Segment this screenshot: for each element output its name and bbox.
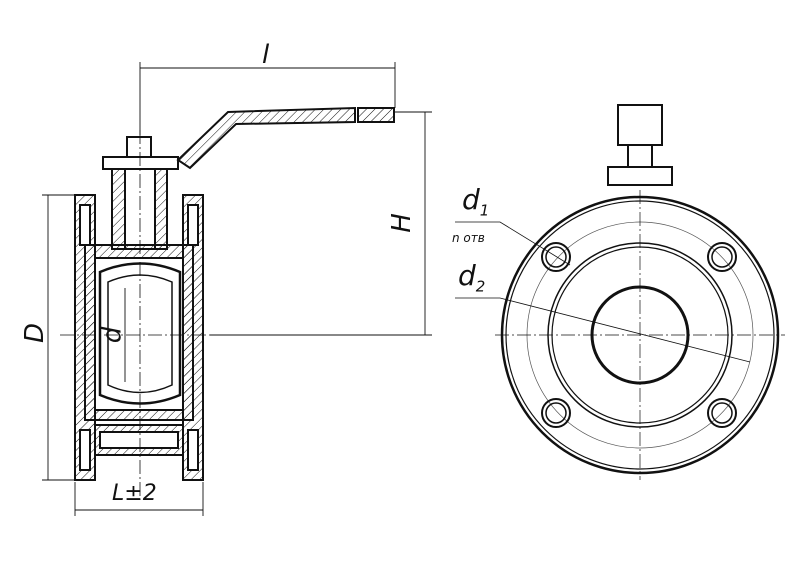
- stem-top: [617, 104, 663, 146]
- label-d1-sub: 1: [479, 201, 490, 220]
- handle: [176, 106, 356, 170]
- label-d1-main: d: [462, 183, 480, 216]
- front-view: [455, 104, 785, 480]
- label-d2-sub: 2: [475, 277, 486, 296]
- label-d2-main: d: [458, 259, 476, 292]
- bolt-hole: [541, 242, 571, 272]
- label-L: L±2: [112, 481, 157, 506]
- side-view: [60, 106, 395, 500]
- label-D: D: [20, 322, 51, 344]
- label-H: H: [386, 213, 417, 233]
- label-d1: d1: [462, 186, 489, 219]
- label-d: d: [97, 326, 128, 344]
- dimension-lines: [42, 62, 432, 516]
- label-l: l: [262, 40, 270, 70]
- stem-nut: [126, 136, 152, 158]
- ball: [98, 262, 182, 405]
- bolt-hole: [541, 398, 571, 428]
- bolt-hole: [707, 398, 737, 428]
- label-hole-count: n отв: [452, 231, 485, 245]
- label-d2: d2: [458, 262, 485, 295]
- handle-tip: [357, 107, 395, 123]
- bolt-hole: [707, 242, 737, 272]
